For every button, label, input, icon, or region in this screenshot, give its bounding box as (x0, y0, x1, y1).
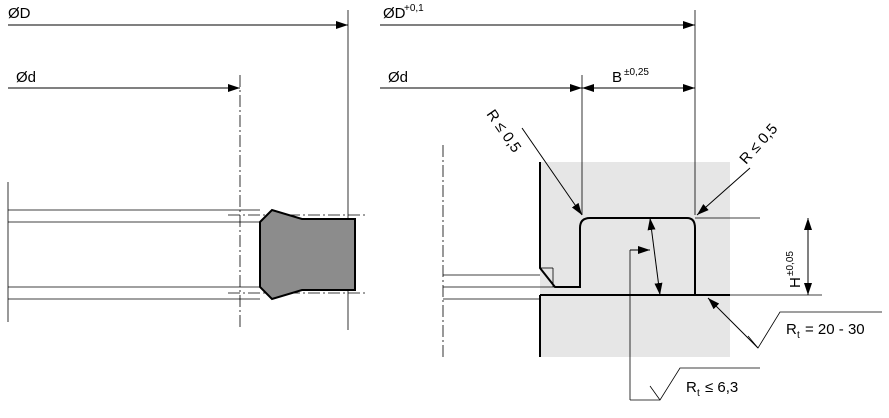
left-id-label: Ød (16, 69, 36, 86)
seal-profile (259, 208, 356, 301)
height-label: H (787, 277, 804, 288)
right-view: ØD +0,1 Ød B ±0,25 R ≤ 0,5 R ≤ 0,5 H (380, 3, 882, 401)
left-od-label: ØD (8, 5, 31, 22)
roughness-1-sub: t (797, 330, 800, 341)
roughness-1-leader (707, 297, 759, 349)
roughness-2-value: ≤ 6,3 (705, 379, 738, 396)
groove-outline (539, 162, 696, 295)
roughness-1-symbol (747, 311, 882, 349)
width-tolerance: ±0,25 (624, 67, 649, 78)
right-od-label: ØD (383, 5, 406, 22)
radius-right-label: R ≤ 0,5 (736, 120, 781, 167)
radius-left-label: R ≤ 0,5 (483, 107, 525, 156)
roughness-2-sub: t (697, 388, 700, 399)
radius-left-leader (521, 127, 583, 216)
roughness-2-symbol (649, 385, 661, 401)
radius-right-leader (696, 167, 751, 216)
groove-inner-dim (647, 217, 663, 296)
height-tolerance: ±0,05 (785, 251, 796, 276)
roughness-1-sym: R (786, 321, 797, 338)
roughness-1-value: = 20 - 30 (805, 321, 865, 338)
width-label: B (612, 69, 622, 86)
right-od-tolerance: +0,1 (404, 3, 424, 14)
groove-shade (540, 162, 730, 357)
roughness-2-baseline (630, 367, 760, 401)
roughness-2-sym: R (686, 379, 697, 396)
right-id-label: Ød (388, 69, 408, 86)
left-view: ØD Ød (7, 5, 365, 330)
